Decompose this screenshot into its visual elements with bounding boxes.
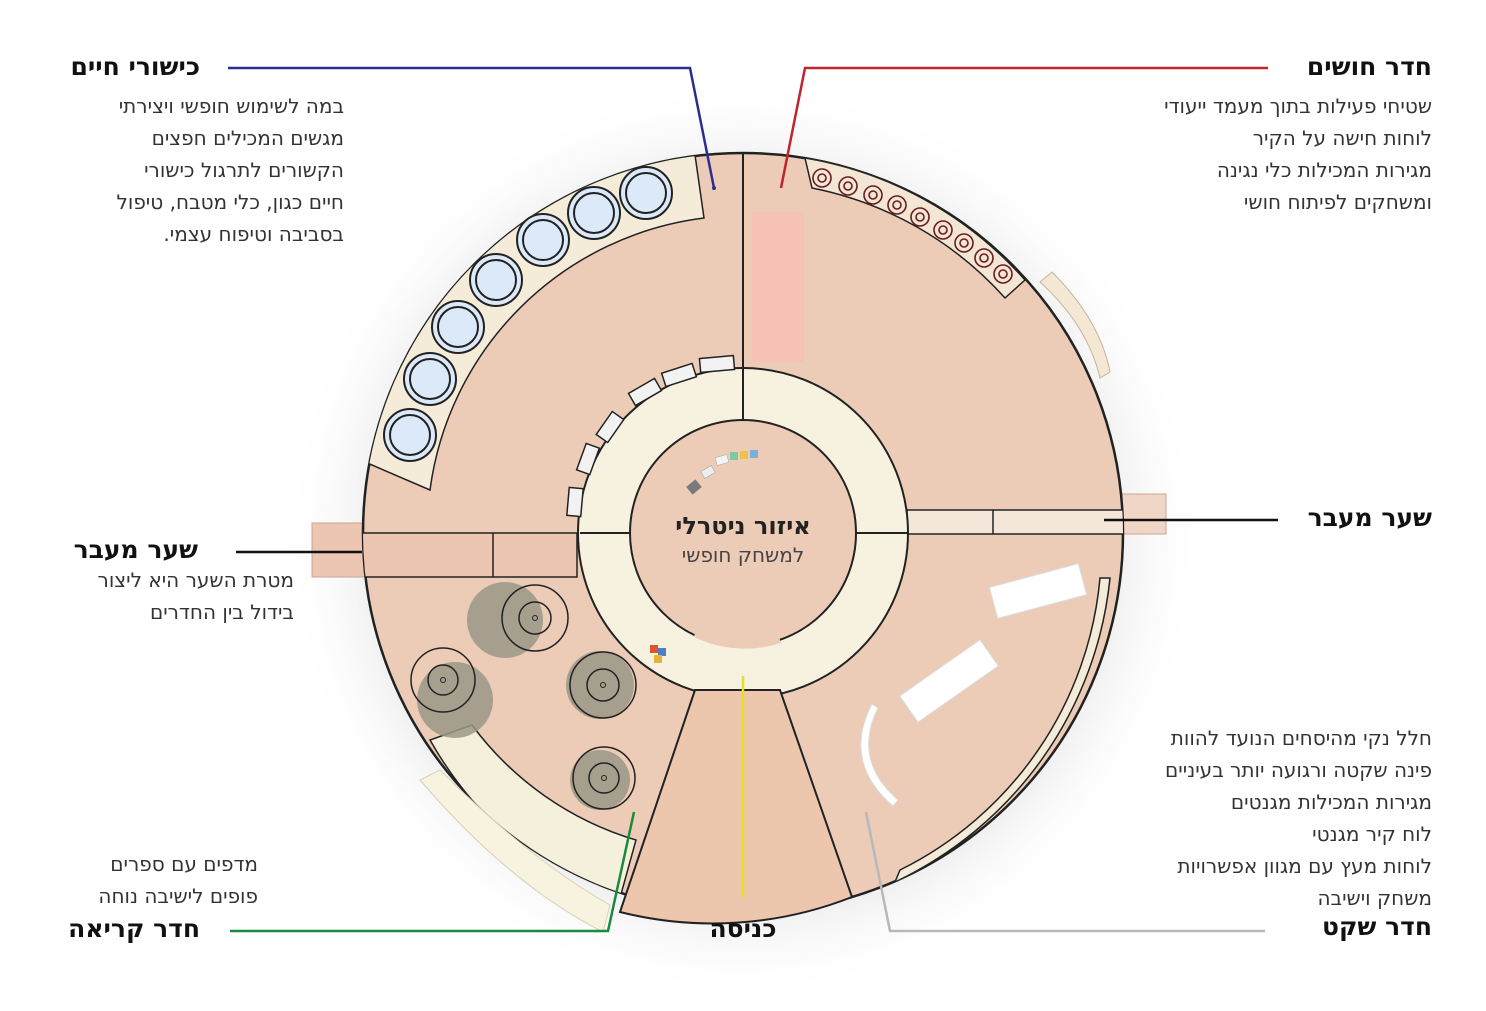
gate-right-title: שער מעבר xyxy=(1307,503,1432,532)
sensory-title: חדר חושים xyxy=(1306,52,1432,81)
sensory-line: ומשחקים לפיתוח חושי xyxy=(1243,190,1432,214)
reading-description: מדפים עם ספרים פופים לישיבה נוחה xyxy=(98,848,258,912)
quiet-line: פינה שקטה ורגועה יותר בעיניים xyxy=(1164,758,1432,782)
gate-left-description: מטרת השער היא ליצור בידול בין החדרים xyxy=(98,564,294,628)
gate-left-line: מטרת השער היא ליצור xyxy=(97,568,294,592)
entrance-title: כניסה xyxy=(709,914,777,943)
life-skills-line: חיים כגון, כלי מטבח, טיפול xyxy=(116,190,345,214)
life-skills-line: מגשים המכילים חפצים xyxy=(151,126,344,150)
reading-line: פופים לישיבה נוחה xyxy=(98,884,258,908)
life-skills-line: בסביבה וטיפוח עצמי. xyxy=(163,222,344,246)
quiet-title: חדר שקט xyxy=(1322,912,1432,941)
quiet-line: לוח קיר מגנטי xyxy=(1312,822,1432,846)
life-skills-line: הקשורים לתרגול כישורי xyxy=(144,158,344,182)
life-skills-drums xyxy=(383,166,673,462)
life-skills-line: במה לשימוש חופשי ויצירתי xyxy=(118,94,344,118)
quiet-line: מגירות המכילות מגנטים xyxy=(1230,790,1432,814)
sensory-line: לוחות חישה על הקיר xyxy=(1252,126,1432,150)
reading-leader xyxy=(230,811,636,933)
quiet-leader xyxy=(864,811,1265,933)
reading-line: מדפים עם ספרים xyxy=(110,852,258,876)
quiet-line: משחק וישיבה xyxy=(1317,886,1432,910)
gate-left-line: בידול בין החדרים xyxy=(149,600,294,624)
sensory-leader xyxy=(779,66,1268,189)
gate-right-band xyxy=(906,509,1123,535)
sensory-description: שטיחי פעילות בתוך מעמד ייעודי לוחות חישה… xyxy=(1164,90,1432,218)
life-skills-leader-dot xyxy=(712,186,716,190)
quiet-line: חלל נקי מהיסחים הנועד להוות xyxy=(1170,726,1432,750)
sensory-wall xyxy=(804,157,1027,300)
quiet-description: חלל נקי מהיסחים הנועד להוות פינה שקטה ור… xyxy=(1165,722,1432,914)
reading-poufs xyxy=(410,582,637,810)
neutral-opening xyxy=(693,631,781,649)
life-skills-title: כישורי חיים xyxy=(70,52,200,81)
sensory-panel xyxy=(752,212,804,362)
quiet-boards xyxy=(860,563,1088,807)
entrance-path xyxy=(618,689,854,925)
gate-left-band xyxy=(363,532,578,578)
gate-left-title: שער מעבר xyxy=(73,535,198,564)
sensory-external-board xyxy=(1039,271,1111,379)
life-skills-description: במה לשימוש חופשי ויצירתי מגשים המכילים ח… xyxy=(117,90,345,250)
life-skills-trays xyxy=(565,354,736,518)
sensory-spirals xyxy=(812,168,1013,284)
life-skills-leader xyxy=(228,66,716,189)
quiet-wall xyxy=(893,577,1111,884)
toy-blocks xyxy=(650,645,666,663)
neutral-zone-subtitle: למשחק חופשי xyxy=(681,543,805,567)
sensory-line: מגירות המכילות כלי נגינה xyxy=(1216,158,1432,182)
toy-train xyxy=(686,450,758,495)
sensory-line: שטיחי פעילות בתוך מעמד ייעודי xyxy=(1164,94,1432,118)
reading-title: חדר קריאה xyxy=(68,914,200,943)
neutral-zone-title: איזור ניטרלי xyxy=(675,512,811,540)
quiet-line: לוחות מעץ עם מגוון אפשרויות xyxy=(1177,854,1432,878)
